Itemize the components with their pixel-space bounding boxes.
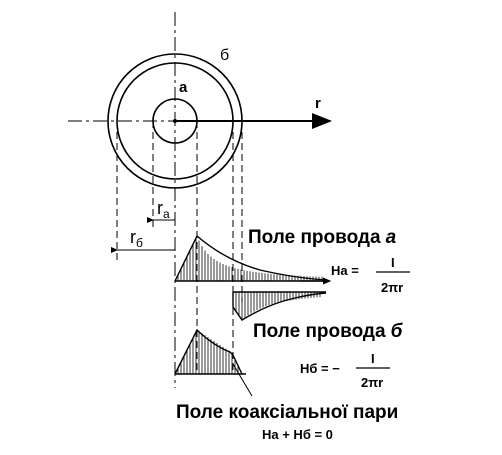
projection-lines — [116, 121, 243, 374]
field-b-curve — [232, 292, 327, 321]
formula-ha-denominator: 2πr — [381, 280, 403, 295]
formula-ha-lhs: Ha = — [331, 263, 359, 278]
field-a-curve — [174, 234, 327, 282]
field-pair-curve — [174, 328, 243, 375]
formula-hb-numerator: I — [371, 351, 375, 366]
outer-conductor-label: б — [220, 47, 229, 64]
field-pair-hatching — [177, 331, 239, 374]
radius-a-label: ra — [157, 198, 170, 221]
formula-sum: Ha + Hб = 0 — [262, 427, 333, 442]
formula-hb-denominator: 2πr — [361, 375, 383, 390]
center-dot — [173, 119, 177, 123]
field-pair-caption: Поле коаксіальної пари — [176, 402, 398, 423]
formula-hb-lhs: Hб = − — [300, 361, 340, 376]
inner-conductor-label: a — [179, 79, 188, 96]
radial-axis-label: r — [315, 95, 321, 112]
field-pair-leader — [232, 363, 253, 397]
formula-ha-numerator: I — [391, 255, 395, 270]
radius-b-label: rб — [130, 227, 143, 250]
field-b-hatching — [235, 292, 321, 320]
field-a-hatching — [177, 238, 323, 281]
